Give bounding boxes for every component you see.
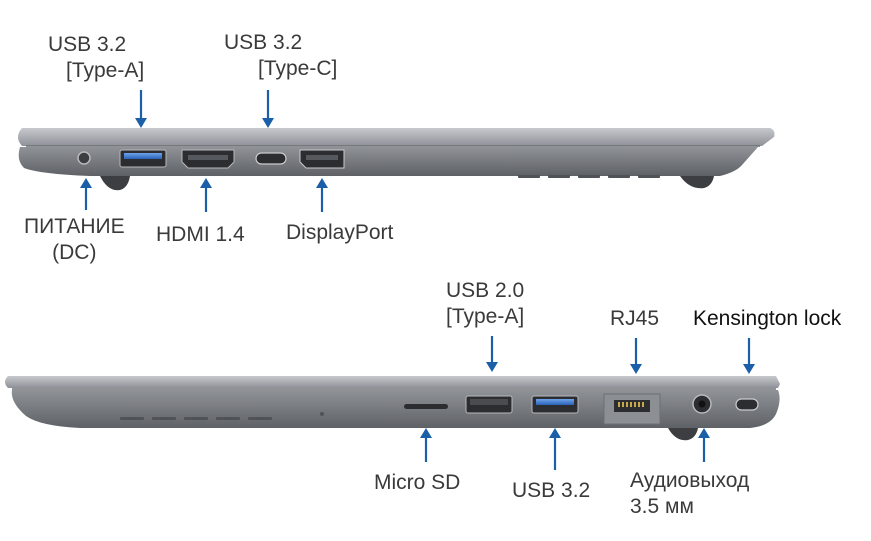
label-line: 3.5 мм [630, 495, 694, 518]
label-usb32: USB 3.2 [512, 478, 590, 504]
label-hdmi: HDMI 1.4 [156, 222, 245, 248]
label-line: HDMI 1.4 [156, 223, 245, 246]
label-line: (DC) [52, 241, 97, 264]
label-audio-out: Аудиовыход 3.5 мм [630, 468, 749, 520]
label-displayport: DisplayPort [286, 220, 393, 246]
label-line: [Type-A] [446, 305, 525, 328]
label-line: USB 3.2 [512, 479, 591, 502]
label-line: ПИТАНИЕ [24, 215, 125, 238]
bottom-laptop-ports [404, 393, 759, 425]
label-line: USB 3.2 [224, 31, 303, 54]
label-line: Аудиовыход [630, 469, 750, 492]
label-power-dc: ПИТАНИЕ (DC) [24, 214, 125, 266]
label-line: USB 2.0 [446, 279, 525, 302]
label-micro-sd: Micro SD [374, 470, 460, 496]
label-line: [Type-A] [66, 59, 145, 82]
top-laptop-ports [77, 149, 345, 169]
bottom-laptop-body [5, 376, 780, 441]
label-line: RJ45 [610, 307, 660, 330]
label-usb20-type-a: USB 2.0 [Type-A] [446, 278, 524, 330]
label-line: DisplayPort [286, 221, 394, 244]
label-line: [Type-C] [258, 57, 338, 80]
label-usb32-type-a: USB 3.2 [Type-A] [30, 32, 144, 84]
callout-arrows [80, 90, 755, 470]
label-line: Kensington lock [693, 307, 842, 330]
label-rj45: RJ45 [610, 306, 659, 332]
label-kensington-lock: Kensington lock [693, 306, 841, 332]
label-line: USB 3.2 [47, 33, 127, 56]
label-line: Micro SD [374, 471, 461, 494]
label-usb32-type-c: USB 3.2 [Type-C] [224, 30, 337, 82]
